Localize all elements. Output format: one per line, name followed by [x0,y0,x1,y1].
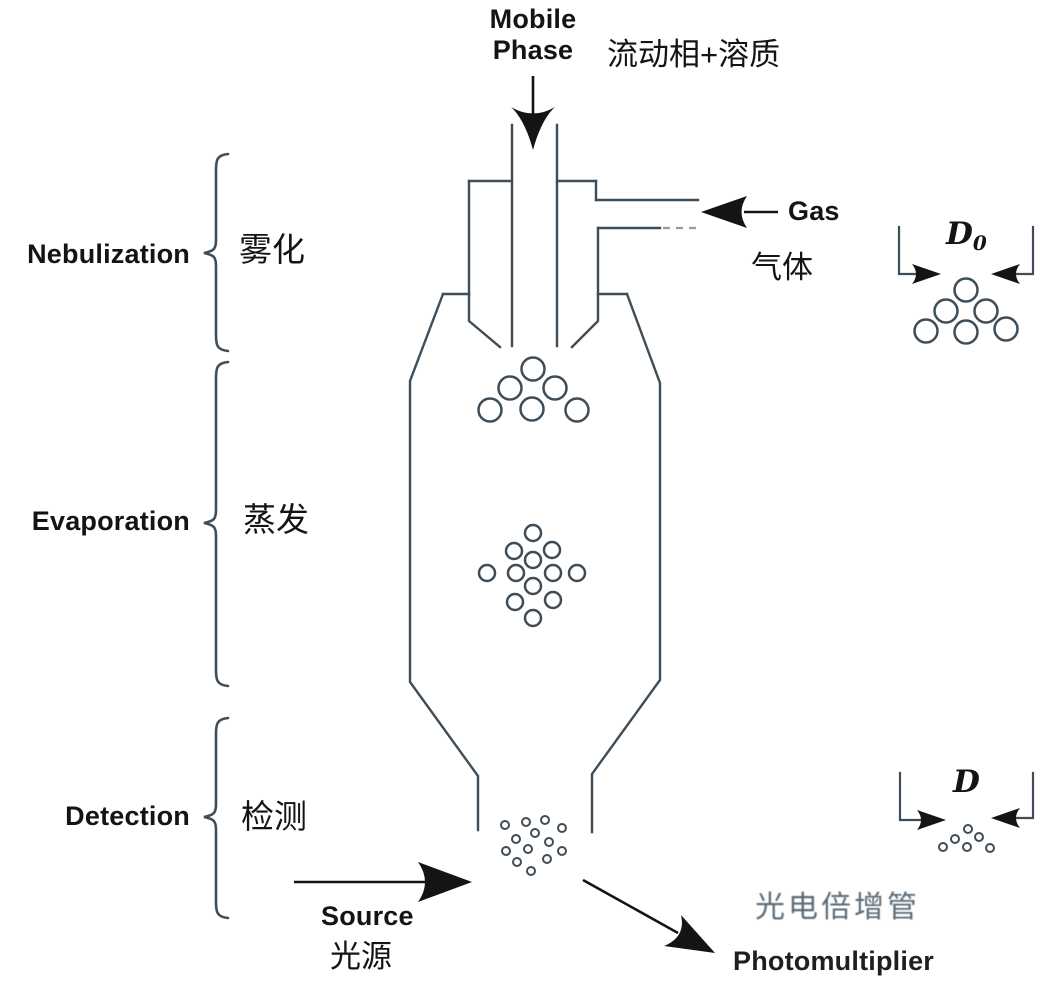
left-arrow-icon [991,808,1020,828]
droplet [962,842,972,852]
droplet [933,298,959,324]
droplet [519,396,545,422]
droplets-evaporation [477,523,587,628]
nebulizer-left-wall [467,179,502,349]
droplet [526,866,536,876]
droplet [523,576,543,596]
right-arrow-icon [418,862,472,902]
stage-label-nebulization-cn: 雾化 [239,231,305,268]
stage-label-evaporation: Evaporation [31,506,190,536]
droplet [523,844,533,854]
detection-brace [203,716,230,920]
droplet [501,846,511,856]
droplet [477,563,497,583]
droplet [520,356,546,382]
stage-label-detection-cn: 检测 [241,798,307,835]
droplet [523,550,543,570]
final-diameter-label: D [953,764,980,800]
droplet [953,319,979,345]
droplet [504,541,524,561]
stage-label-detection: Detection [65,801,190,831]
final-droplet-inset [898,771,1035,853]
initial-diameter-label: D0 [946,216,987,255]
scattered-light-arrow [582,878,715,953]
chamber-left-outline [408,292,480,832]
droplet [506,563,526,583]
d0-bracket-right [1010,225,1035,276]
droplet [530,828,540,838]
droplet [542,375,568,401]
droplet [511,834,521,844]
droplet [938,842,948,852]
diagonal-arrow-icon [664,915,715,953]
source-label: Source [321,901,414,931]
droplet [973,298,999,324]
droplet [993,316,1019,342]
capillary-tube [510,123,559,348]
droplet [505,592,525,612]
droplet [567,563,587,583]
droplet [963,824,973,834]
gas-label-cn: 气体 [751,250,813,285]
droplet [542,854,552,864]
droplet [523,608,543,628]
nebulizer-right-wall [570,226,600,349]
droplet [557,846,567,856]
source-arrow [294,862,472,902]
nebulization-brace [203,152,230,353]
photomultiplier-label-cn: 光电倍增管 [755,891,920,924]
droplet [564,397,590,423]
right-arrow-icon [917,810,946,830]
droplet [523,523,543,543]
droplet [542,540,562,560]
mobile-phase-line1: Mobile [489,4,577,34]
chamber-right-outline [590,292,662,834]
d-bracket-right [1010,771,1035,820]
mobile-phase-line2: Phase [492,35,574,66]
droplet [974,832,984,842]
droplet [500,820,510,830]
droplet [950,834,960,844]
droplet [557,823,567,833]
droplets-nebulization [477,356,590,423]
drift-chamber [408,292,662,834]
droplet [913,318,939,344]
photomultiplier-label: Photomultiplier [733,946,934,976]
droplet [953,277,979,303]
initial-droplet-inset [897,225,1035,345]
droplet [497,375,523,401]
droplet [540,815,550,825]
down-arrow-icon [511,107,555,150]
gas-arrow [701,196,778,228]
d0-subscript: 0 [972,231,987,255]
droplet [521,817,531,827]
droplet [544,837,554,847]
scattered-arrow-shaft [582,878,679,935]
evaporation-brace [203,360,230,688]
droplets-detection [500,815,567,876]
left-arrow-icon [991,264,1020,284]
droplet [543,563,563,583]
mobile-phase-label-cn: 流动相+溶质 [607,37,781,72]
droplet [477,397,503,423]
nebulizer-body [467,179,700,349]
d0-bracket-left [897,225,922,276]
d-bracket-left [898,771,927,822]
droplet [512,857,522,867]
d0-main: D [946,216,973,252]
stage-braces [203,152,230,920]
right-arrow-icon [912,264,941,284]
gas-label: Gas [788,196,840,226]
mobile-phase-label: Mobile Phase [441,4,625,66]
stage-label-nebulization: Nebulization [27,239,190,269]
mobile-phase-arrow [511,76,555,150]
droplet [543,590,563,610]
stage-label-evaporation-cn: 蒸发 [243,501,309,538]
left-arrow-icon [701,196,747,228]
source-label-cn: 光源 [330,939,392,974]
droplet [985,843,995,853]
